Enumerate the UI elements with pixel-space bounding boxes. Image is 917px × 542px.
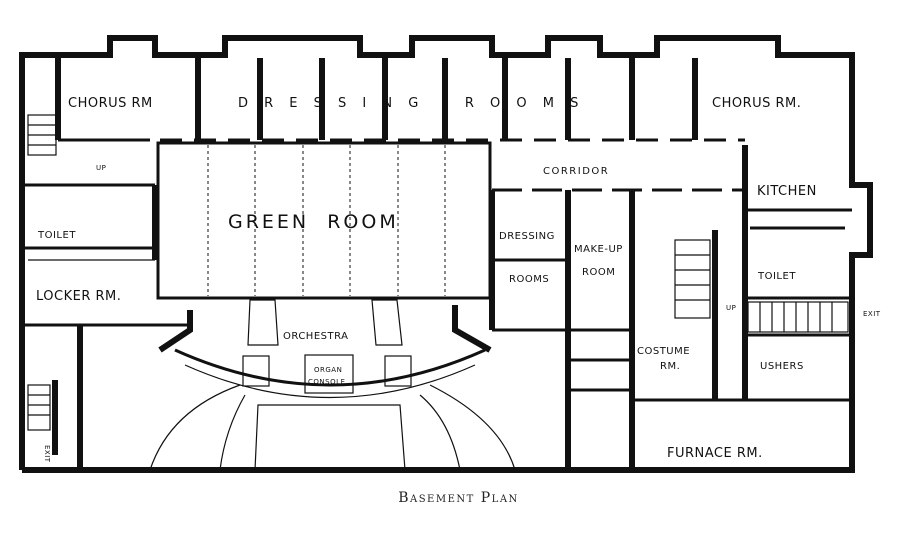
label-console: CONSOLE xyxy=(308,378,345,386)
label-dressing: DRESSING xyxy=(499,231,555,242)
plan-caption: Basement Plan xyxy=(398,490,519,506)
label-chorus-room-left: CHORUS RM xyxy=(68,96,153,111)
label-furnace-room: FURNACE RM. xyxy=(667,446,763,461)
label-organ: ORGAN xyxy=(314,366,342,374)
label-orchestra: ORCHESTRA xyxy=(283,331,348,342)
label-makeup: MAKE-UP xyxy=(574,244,623,255)
label-up: UP xyxy=(726,304,736,312)
label-dressing-rooms: D R E S S I N G R O O M S xyxy=(238,96,584,111)
label-up: UP xyxy=(96,164,106,172)
label-green-room: GREEN ROOM xyxy=(228,211,399,233)
seating xyxy=(149,384,516,471)
room-labels: CHORUS RM D R E S S I N G R O O M S CHOR… xyxy=(36,96,881,463)
organ-console-box xyxy=(304,354,354,394)
walls xyxy=(19,35,873,473)
label-chorus-room-right: CHORUS RM. xyxy=(712,96,801,111)
label-ushers: USHERS xyxy=(760,361,804,372)
label-locker-room: LOCKER RM. xyxy=(36,289,121,304)
label-costume: COSTUME xyxy=(637,346,690,357)
stairs xyxy=(27,114,849,431)
label-exit-left: EXIT xyxy=(43,445,51,463)
label-corridor: CORRIDOR xyxy=(543,166,609,177)
label-exit-right: EXIT xyxy=(863,310,881,318)
label-toilet-right: TOILET xyxy=(757,271,796,282)
label-rooms: ROOMS xyxy=(509,274,549,285)
label-toilet-left: TOILET xyxy=(37,230,76,241)
label-makeup-room: ROOM xyxy=(582,267,615,278)
label-costume-rm: RM. xyxy=(660,361,680,372)
label-kitchen: KITCHEN xyxy=(757,184,817,199)
